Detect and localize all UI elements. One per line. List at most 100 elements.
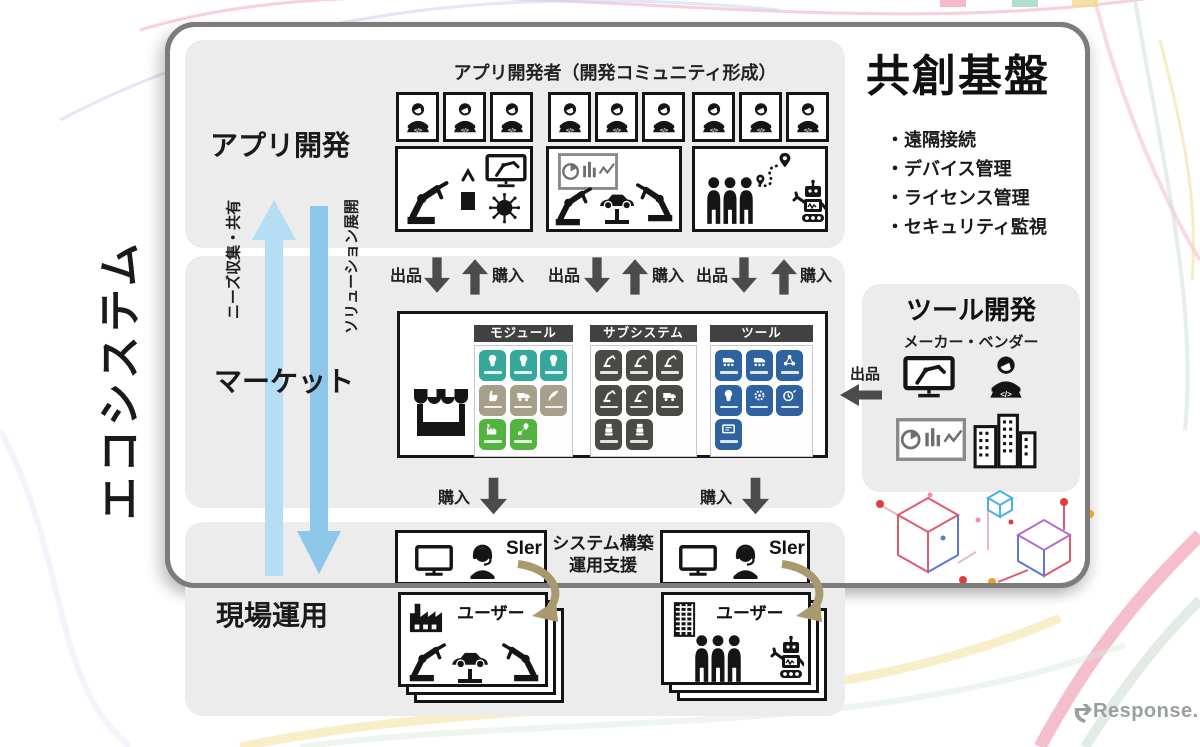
developer-thumbnail <box>443 92 486 142</box>
buy-up-arrow <box>462 259 488 295</box>
developer-thumbnail <box>490 92 533 142</box>
list-down-arrow <box>731 257 757 293</box>
dashboard-icon <box>896 418 966 461</box>
tile-caption-strip <box>483 440 502 443</box>
developer-thumbnail <box>786 92 829 142</box>
arm-icon <box>632 388 647 403</box>
buy-up-arrow <box>771 259 797 295</box>
developer-at-laptop-icon <box>744 97 778 137</box>
conveyor-icon <box>752 353 767 368</box>
buy-down-arrow <box>742 477 769 515</box>
market-stall-icon <box>414 389 468 436</box>
tile-caption-strip <box>514 440 532 443</box>
monitor-icon <box>679 545 717 576</box>
developer-thumbnail <box>739 92 782 142</box>
tool-tiles <box>710 345 813 457</box>
market-tile-robot <box>625 419 653 450</box>
buy-down-arrow <box>480 477 507 515</box>
robot-icon <box>601 422 616 437</box>
market-tile-factory <box>479 419 506 450</box>
market-section-label: マーケット <box>214 366 355 397</box>
market-tile-conveyor <box>715 350 742 381</box>
arm-icon <box>662 353 677 368</box>
market-tile-head <box>540 350 567 381</box>
buy-label: 購入 <box>438 490 471 507</box>
developer-thumbnail <box>548 92 591 142</box>
route-icon <box>516 422 531 437</box>
sier-to-user-arrow <box>517 560 560 622</box>
triad-icon <box>782 353 797 368</box>
developer-thumbnail <box>595 92 638 142</box>
ecosystem-label: エコシステム <box>97 239 145 520</box>
response-logo: Response. <box>1072 700 1199 723</box>
arm-icon <box>632 353 647 368</box>
head-icon <box>721 388 736 403</box>
hand-icon <box>485 388 500 403</box>
user-label: ユーザー <box>457 604 525 623</box>
tile-caption-strip <box>544 371 563 374</box>
system-build-support-label: システム構築 運用支援 <box>552 534 654 575</box>
market-tile-head <box>479 350 506 381</box>
market-tile-arm <box>625 384 653 416</box>
developer-thumbnail-group <box>396 92 533 142</box>
tile-caption-strip <box>719 440 738 443</box>
developer-thumbnail-group <box>548 92 685 142</box>
platform-feature-security: ・セキュリティ監視 <box>886 217 1047 237</box>
market-tile-arm <box>595 350 622 381</box>
market-tile-arm <box>625 350 653 381</box>
market-tile-hand <box>479 384 506 416</box>
scene-automotive-line <box>546 146 682 232</box>
support-person-icon <box>468 544 497 579</box>
head-icon <box>546 353 561 368</box>
developer-at-laptop-icon <box>495 97 529 137</box>
market-tile-triad <box>776 350 803 381</box>
head-icon <box>516 353 531 368</box>
tile-caption-strip <box>630 405 648 408</box>
feather-icon <box>546 388 561 403</box>
tile-caption-strip <box>630 371 648 374</box>
robot-icon <box>792 179 826 224</box>
tile-caption-strip <box>780 371 799 374</box>
tool-dev-title: ツール開発 <box>905 295 1036 325</box>
developer-thumbnail <box>692 92 735 142</box>
screen-icon <box>721 422 736 437</box>
response-logo-r-icon <box>1074 703 1092 723</box>
tile-caption-strip <box>599 371 618 374</box>
monitor-icon <box>415 545 453 576</box>
developer-thumbnail <box>642 92 685 142</box>
market-tile-route <box>509 419 537 450</box>
market-tile-arm <box>595 384 622 416</box>
market-tile-gear <box>745 384 773 416</box>
buildings-icon <box>973 413 1037 469</box>
tile-caption-strip <box>514 405 532 408</box>
market-tile-truck <box>656 384 683 416</box>
needs-up-arrow <box>252 200 296 576</box>
tile-caption-strip <box>750 405 768 408</box>
platform-feature-license: ・ライセンス管理 <box>886 188 1030 208</box>
truck-icon <box>662 388 677 403</box>
arm-icon <box>601 353 616 368</box>
tile-caption-strip <box>544 405 563 408</box>
module-tiles <box>474 345 573 457</box>
tile-caption-strip <box>483 371 502 374</box>
monitor-arm-icon <box>485 154 527 188</box>
market-tile-head <box>715 384 742 416</box>
people-robot-scene <box>695 635 804 682</box>
list-down-arrow <box>424 257 450 293</box>
needs-solution-flow-arrows <box>252 200 341 576</box>
community-title: アプリ開発者（開発コミュニティ形成） <box>453 63 777 83</box>
developer-thumbnail <box>396 92 439 142</box>
tool-dev-subtitle: メーカー・ベンダー <box>903 334 1039 351</box>
marketplace-box: モジュール サブシステム ツール <box>397 311 828 458</box>
tile-caption-strip <box>719 405 738 408</box>
isometric-cubes-decoration <box>876 490 1094 586</box>
platform-title: 共創基盤 <box>866 52 1050 101</box>
market-tile-head <box>509 350 537 381</box>
scene-module-development <box>395 146 533 232</box>
monitor-arm-icon <box>903 356 955 401</box>
solution-down-arrow <box>297 206 341 574</box>
platform-feature-device: ・デバイス管理 <box>886 159 1012 179</box>
subsystem-tiles <box>590 345 697 457</box>
market-tile-arm <box>656 350 683 381</box>
list-label: 出品 <box>390 268 423 285</box>
